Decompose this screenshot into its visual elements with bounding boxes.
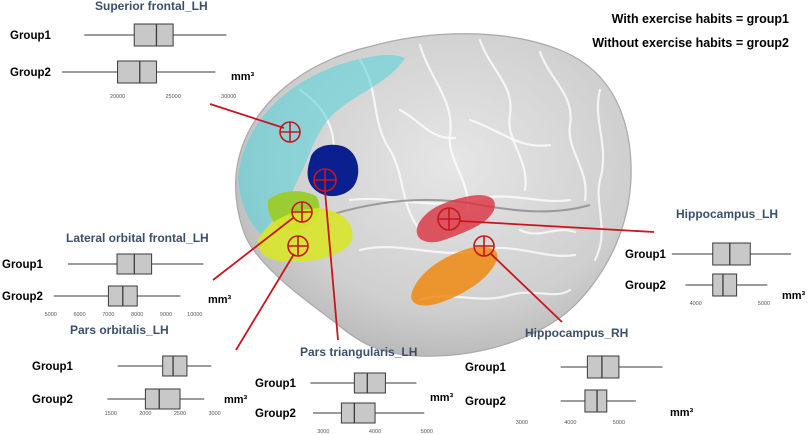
marker-hippocampus-rh (473, 235, 495, 257)
group-label: Group1 (2, 259, 43, 271)
leader-line-hippocampus-rh (489, 252, 563, 323)
group-label: Group1 (10, 30, 51, 42)
region-hippocampus-rh (411, 246, 498, 306)
tick-label: 30000 (221, 94, 236, 100)
box-iqr (162, 355, 188, 377)
tick-label: 3000 (208, 411, 220, 417)
leader-line-superior-frontal (209, 103, 285, 129)
leader-line-pars-triangularis (324, 190, 339, 341)
unit-label: mm³ (224, 394, 248, 406)
tick-label: 7000 (102, 312, 114, 318)
unit-label: mm³ (670, 407, 694, 419)
legend-group2: Without exercise habits = group2 (592, 36, 789, 50)
tick-label: 1500 (105, 411, 117, 417)
tick-label: 6000 (73, 312, 85, 318)
chart-title: Lateral orbital frontal_LH (66, 231, 209, 245)
marker-superior-frontal (279, 121, 301, 143)
tick-label: 25000 (165, 94, 180, 100)
unit-label: mm³ (430, 392, 454, 404)
group-label: Group2 (255, 408, 296, 420)
tick-label: 2500 (174, 411, 186, 417)
tick-label: 2000 (139, 411, 151, 417)
box-iqr (586, 355, 620, 379)
group-label: Group2 (32, 394, 73, 406)
tick-label: 5000 (613, 420, 625, 426)
box-iqr (117, 60, 157, 84)
chart-title: Hippocampus_RH (525, 326, 628, 340)
tick-label: 5000 (45, 312, 57, 318)
leader-line-hippocampus-lh (459, 220, 655, 233)
box-iqr (133, 23, 174, 47)
tick-label: 20000 (110, 94, 125, 100)
tick-label: 9000 (160, 312, 172, 318)
unit-label: mm³ (208, 294, 232, 306)
tick-label: 4000 (369, 429, 381, 435)
region-pars-orbitalis (257, 208, 353, 262)
group-label: Group2 (10, 67, 51, 79)
marker-pars-triangularis (313, 168, 337, 192)
unit-label: mm³ (782, 290, 806, 302)
tick-label: 10000 (187, 312, 202, 318)
brain-surface (235, 33, 632, 357)
box-iqr (712, 242, 751, 266)
tick-label: 5000 (758, 301, 770, 307)
region-superior-frontal (238, 55, 405, 236)
tick-label: 3000 (317, 429, 329, 435)
group-label: Group2 (2, 291, 43, 303)
group-label: Group2 (625, 280, 666, 292)
group-label: Group1 (255, 378, 296, 390)
box-iqr (340, 402, 376, 424)
box-iqr (712, 273, 738, 297)
group-label: Group1 (625, 249, 666, 261)
marker-hippocampus-lh (437, 207, 461, 231)
region-pars-triangularis (307, 144, 359, 197)
leader-lines (209, 103, 655, 351)
box-iqr (144, 388, 181, 410)
chart-title: Hippocampus_LH (676, 207, 778, 221)
box-iqr (353, 372, 386, 394)
group-label: Group1 (465, 362, 506, 374)
legend-group1: With exercise habits = group1 (611, 12, 789, 26)
tick-label: 8000 (131, 312, 143, 318)
chart-title: Superior frontal_LH (95, 0, 208, 13)
unit-label: mm³ (231, 71, 255, 83)
marker-pars-orbitalis (287, 235, 309, 257)
tick-label: 5000 (421, 429, 433, 435)
group-label: Group1 (32, 361, 73, 373)
chart-title: Pars orbitalis_LH (70, 323, 169, 337)
leader-line-lateral-orbital-frontal (212, 217, 294, 281)
box-iqr (584, 389, 608, 413)
group-label: Group2 (465, 396, 506, 408)
tick-label: 3000 (516, 420, 528, 426)
tick-label: 4000 (564, 420, 576, 426)
leader-line-pars-orbitalis (235, 253, 295, 351)
brain-illustration (209, 33, 655, 357)
chart-title: Pars triangularis_LH (300, 345, 417, 359)
marker-lateral-orbital-frontal (291, 201, 313, 223)
tick-label: 4000 (690, 301, 702, 307)
